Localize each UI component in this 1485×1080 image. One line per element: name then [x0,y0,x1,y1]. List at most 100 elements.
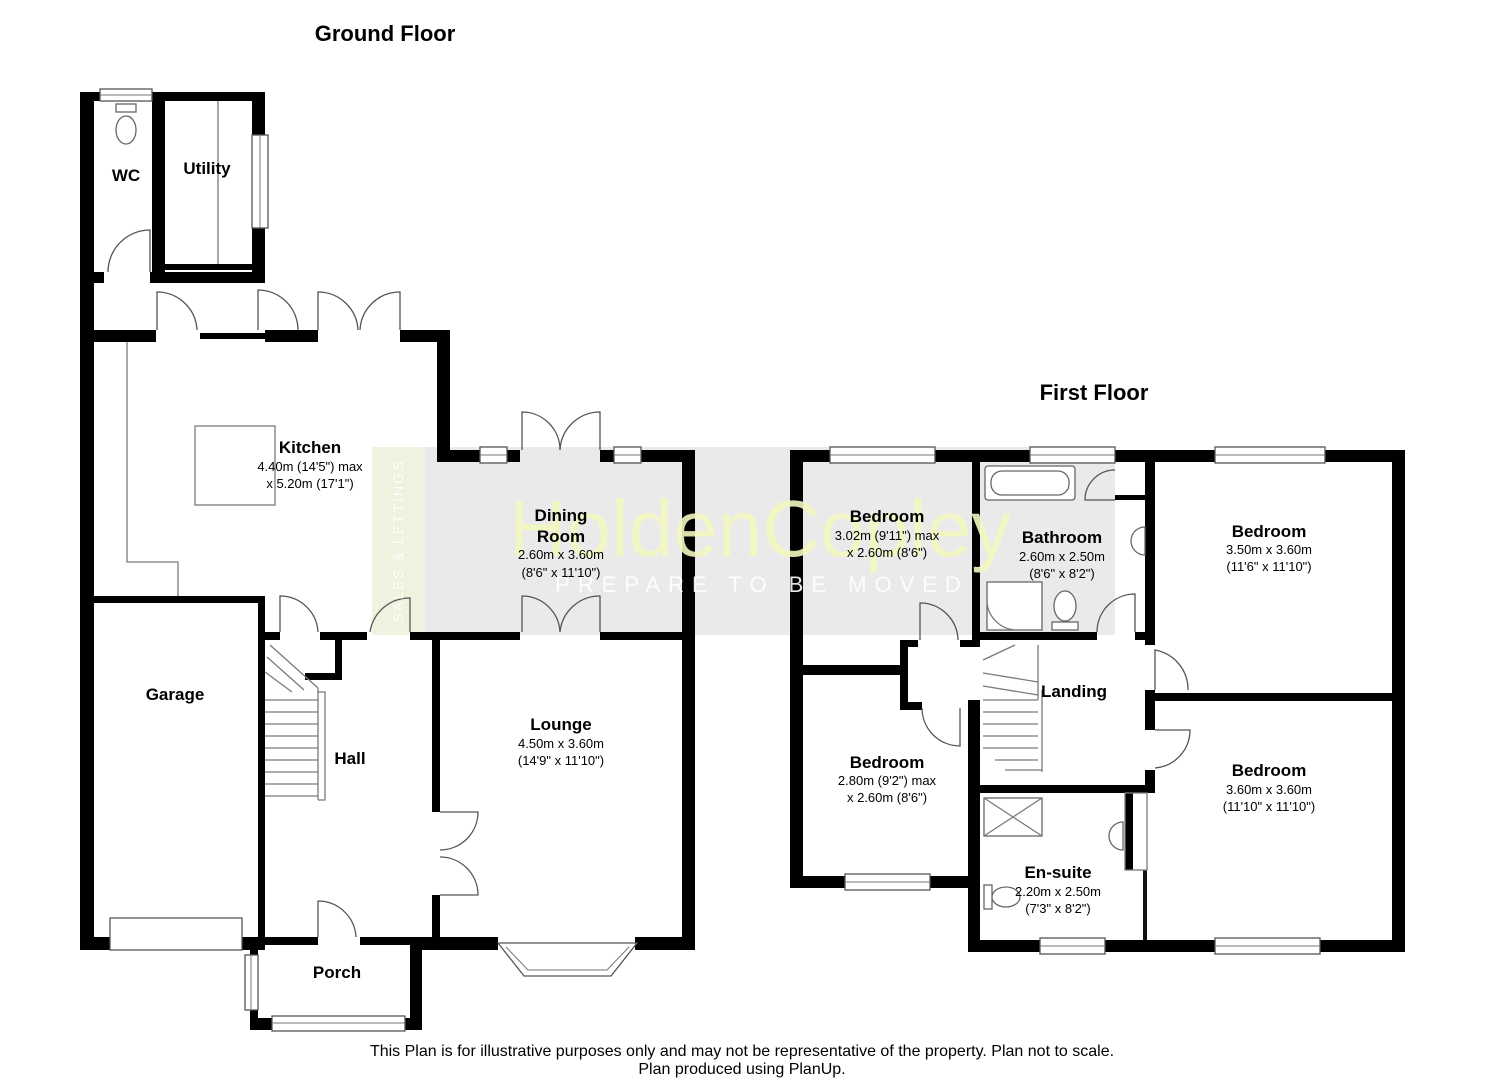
disclaimer-line: This Plan is for illustrative purposes o… [370,1043,1114,1060]
bay-window [496,942,639,977]
watermark-logo: HoldenCopley PREPARE TO BE MOVED SALES &… [390,460,1011,623]
room-label-garage: Garage [146,685,205,704]
room-dims-bedroom: 3.02m (9'11") max [835,528,940,543]
wall [80,92,265,101]
kitchen-worktop-outline [126,342,179,597]
wall [94,272,104,283]
wall [600,632,695,640]
wall [1145,462,1155,645]
wall [335,640,342,680]
room-dims-bedroom: 3.50m x 3.60m [1226,542,1312,557]
wall [250,945,258,955]
door-swing [369,597,411,633]
ground-floor-doors [107,229,601,938]
door-swing [921,707,961,747]
room-dims-dining-room: (8'6" x 11'10") [522,565,601,580]
room-dims-kitchen: 4.40m (14'5") max [257,459,363,474]
wall [422,937,498,950]
room-label-bedroom: Bedroom [850,753,925,772]
toilet-icon [1053,590,1077,622]
room-dims-dining-room: 2.60m x 3.60m [518,547,604,562]
wall [1135,632,1150,640]
wall [682,450,695,950]
toilet-cistern [983,884,993,910]
toilet-cistern [1051,621,1079,631]
door-swing [279,595,319,633]
wall [980,785,1155,793]
room-dims-bedroom: x 2.60m (8'6") [847,790,927,805]
disclaimer-line: Plan produced using PlanUp. [638,1061,845,1078]
first-floor-doors [919,469,1191,769]
room-dims-bedroom: (11'10" x 11'10") [1223,799,1316,814]
kitchen-island [194,425,276,506]
room-dims-bedroom: 3.60m x 3.60m [1226,782,1312,797]
wall [968,876,980,952]
room-label-wc: WC [112,166,140,185]
watermark-brand: HoldenCopley [509,484,1012,573]
wall [1145,770,1155,790]
wall [803,665,903,675]
wall [790,450,803,888]
room-label-bathroom: Bathroom [1022,528,1102,547]
wall [980,632,1097,640]
door-swing [919,602,959,641]
sink-icon [1130,526,1146,556]
door-swing [1154,729,1191,769]
room-dims-bedroom: x 2.60m (8'6") [847,545,927,560]
wall [900,640,908,710]
room-dims-kitchen: x 5.20m (17'1") [266,476,353,491]
wall [165,264,252,270]
wall [200,333,265,339]
wall [960,640,980,647]
wall [432,895,440,945]
room-label-bedroom: Bedroom [1232,761,1307,780]
door-swing [559,595,601,633]
toilet-cistern [115,103,137,113]
door-swing [257,289,299,331]
wall [305,673,342,680]
room-label-bedroom: Bedroom [1232,522,1307,541]
watermark-side-strip [372,447,425,635]
sliding-door [1143,870,1147,940]
door-swing [107,229,151,273]
garage-door [109,917,243,951]
door-swing [521,411,561,451]
room-dims-bedroom: 2.80m (9'2") max [838,773,937,788]
door-swing [559,411,601,451]
door-swing [317,291,359,331]
ground-floor [80,88,695,1032]
first-floor [790,446,1405,955]
shower-tray-drain-lines [983,797,1043,837]
door-swing [317,900,357,938]
room-dims-bedroom: (11'6" x 11'10") [1226,559,1311,574]
wall [1145,690,1155,730]
shower-screen [986,599,1018,631]
room-label-utility: Utility [183,159,231,178]
wall [968,940,1405,952]
door-swing [1154,649,1189,691]
wall [360,937,437,945]
room-dims-lounge: 4.50m x 3.60m [518,736,604,751]
wall [80,937,110,950]
room-label-porch: Porch [313,963,361,982]
wall [258,596,265,945]
toilet-icon [991,886,1021,908]
bath-basin [990,470,1070,496]
door-swing [439,811,479,851]
first-floor-title: First Floor [1040,380,1149,405]
staircase [264,644,326,801]
wall [258,937,318,945]
door-swing [1096,593,1136,633]
ground-floor-windows [99,88,642,1032]
wall [900,702,922,710]
room-label-lounge: Lounge [530,715,591,734]
wall [1150,693,1405,701]
wardrobe [1124,792,1148,871]
wall [432,640,440,812]
room-dims-bathroom: 2.60m x 2.50m [1019,549,1105,564]
shower-tray-icon [986,581,1043,631]
room-label-dining-room: Dining [535,506,588,525]
room-dims-bathroom: (8'6" x 8'2") [1029,566,1095,581]
room-dims-en-suite: (7'3" x 8'2") [1025,901,1091,916]
